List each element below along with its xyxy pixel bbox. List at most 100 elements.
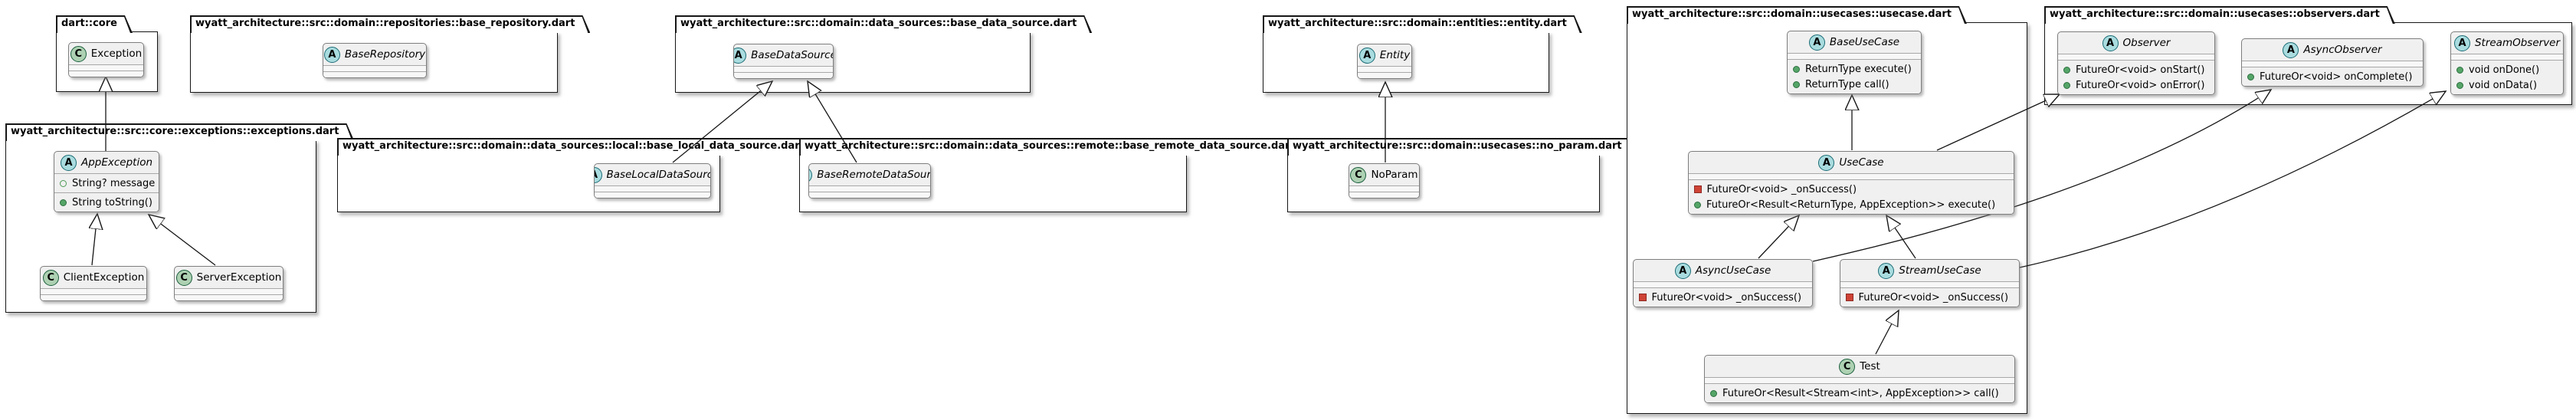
edge-UseCase-to-Observer — [1936, 94, 2060, 151]
class-name: AsyncUseCase — [1695, 264, 1771, 277]
edge-ClientException-to-AppException — [92, 214, 97, 266]
member-row: FutureOr<void> _onSuccess() — [1840, 290, 2019, 305]
methods-section: FutureOr<void> onStart()FutureOr<void> o… — [2058, 60, 2214, 94]
member-text: String? message — [72, 177, 156, 189]
fields-section — [1705, 377, 2014, 383]
member-text: FutureOr<void> onComplete() — [2260, 71, 2413, 83]
package-name: wyatt_architecture::src::domain::usecase… — [1293, 140, 1622, 152]
methods-section: FutureOr<void> _onSuccess() — [1840, 287, 2019, 307]
public-method-icon — [1793, 80, 1800, 88]
package-name: wyatt_architecture::src::domain::reposit… — [195, 18, 575, 29]
member-row: void onDone() — [2451, 62, 2563, 77]
public-method-icon — [2456, 81, 2463, 89]
methods-section: FutureOr<void> _onSuccess()FutureOr<Resu… — [1689, 179, 2014, 214]
methods-section: ReturnType execute()ReturnType call() — [1788, 59, 1921, 94]
abstract-class-icon: A — [809, 166, 813, 183]
class-icon: C — [70, 45, 87, 62]
methods-section — [734, 72, 833, 78]
edge-AsyncUseCase-to-UseCase — [1758, 215, 1799, 259]
abstract-class-icon: A — [2283, 41, 2299, 58]
package-name: dart::core — [61, 18, 117, 29]
abstract-class-icon: A — [1808, 34, 1825, 51]
member-text: void onData() — [2469, 79, 2538, 91]
package-name: wyatt_architecture::src::domain::usecase… — [2050, 8, 2380, 20]
methods-section — [41, 294, 146, 300]
member-text: String toString() — [72, 196, 152, 208]
fields-section — [69, 64, 143, 71]
abstract-class-icon: A — [60, 154, 77, 171]
package-body — [190, 31, 558, 93]
package-tab: wyatt_architecture::src::domain::entitie… — [1263, 15, 1582, 33]
class-icon: C — [175, 269, 192, 286]
class-name: StreamObserver — [2474, 37, 2561, 49]
package-tab: dart::core — [56, 15, 133, 33]
methods-section — [175, 294, 283, 300]
class-title: A Entity — [1358, 44, 1411, 66]
methods-section: FutureOr<void> onComplete() — [2242, 67, 2423, 86]
public-method-icon — [1694, 201, 1701, 208]
package-name: wyatt_architecture::src::core::exception… — [11, 126, 339, 137]
package-base-repository: wyatt_architecture::src::domain::reposit… — [190, 15, 558, 93]
class-name: UseCase — [1839, 156, 1884, 169]
member-text: FutureOr<Result<Stream<int>, AppExceptio… — [1722, 387, 1999, 399]
edge-ServerException-to-AppException — [149, 215, 216, 266]
methods-section: FutureOr<Result<Stream<int>, AppExceptio… — [1705, 383, 2014, 402]
package-tab: wyatt_architecture::src::domain::data_so… — [675, 15, 1092, 33]
class-title: A BaseUseCase — [1788, 31, 1921, 53]
private-method-icon — [1846, 294, 1853, 301]
member-text: ReturnType call() — [1805, 78, 1889, 90]
methods-section — [1358, 72, 1411, 78]
methods-section — [1349, 192, 1419, 198]
member-row: void onData() — [2451, 77, 2563, 93]
package-tab: wyatt_architecture::src::core::exception… — [5, 123, 354, 141]
public-method-icon — [2247, 73, 2254, 80]
class-name: Observer — [2122, 37, 2171, 49]
package-tab: wyatt_architecture::src::domain::data_so… — [799, 138, 1310, 156]
edge-Test-to-StreamUseCase — [1875, 310, 1899, 355]
methods-section — [323, 71, 426, 77]
abstract-class-icon: A — [1674, 262, 1691, 279]
class-name: BaseDataSource — [751, 49, 834, 61]
public-method-icon — [1793, 65, 1800, 73]
class-name: BaseRepository — [344, 48, 426, 61]
edge-BaseLocalDataSource-to-BaseDataSource — [672, 81, 772, 163]
edge-AsyncUseCase-to-AsyncObserver — [1812, 90, 2271, 262]
class-name: BaseUseCase — [1829, 36, 1900, 48]
package-name: wyatt_architecture::src::domain::data_so… — [805, 140, 1295, 152]
class-name: Entity — [1379, 49, 1411, 61]
abstract-class-icon: A — [1358, 47, 1375, 64]
member-text: FutureOr<void> _onSuccess() — [1651, 291, 1802, 304]
package-body — [1287, 154, 1600, 212]
class-icon: C — [1350, 166, 1367, 183]
public-method-icon — [2456, 66, 2463, 74]
class-title: ABaseRemoteDataSource — [809, 164, 930, 185]
class-icon: C — [1839, 358, 1856, 375]
methods-section — [595, 192, 710, 198]
fields-section — [809, 185, 930, 192]
public-field-icon — [60, 179, 67, 187]
edge-BaseRemoteDataSource-to-BaseDataSource — [808, 81, 857, 163]
private-method-icon — [1639, 294, 1647, 301]
class-icon: C — [42, 269, 59, 286]
methods-section — [69, 71, 143, 77]
methods-section: FutureOr<void> _onSuccess() — [1634, 287, 1812, 307]
